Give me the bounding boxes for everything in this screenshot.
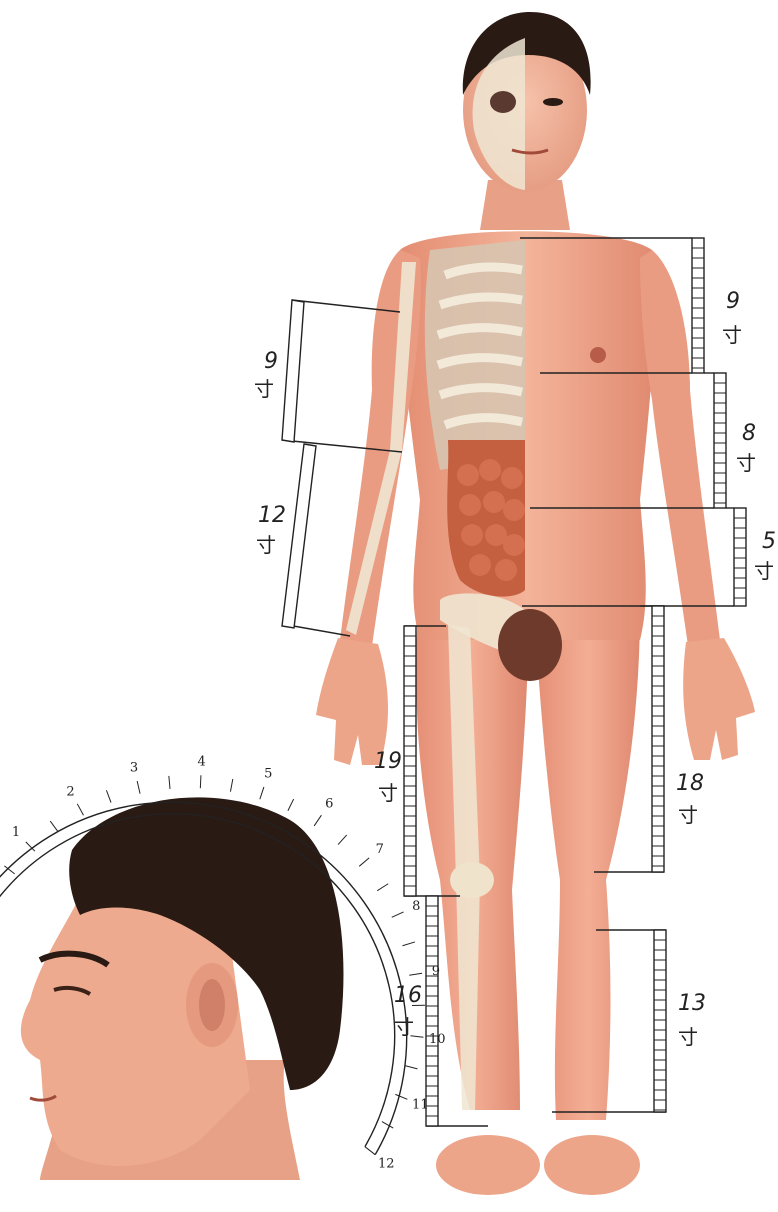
head-scale-tick <box>365 1147 375 1155</box>
left-foot <box>436 1135 540 1195</box>
head-scale-tick <box>395 1094 407 1099</box>
upper-abdomen-measure-unit: 寸 <box>736 451 756 475</box>
face-eye <box>543 98 563 106</box>
head-scale-label: 4 <box>197 754 205 769</box>
right-foot <box>544 1135 640 1195</box>
lower-abdomen-measure-value: 5 <box>762 529 776 554</box>
head-scale-tick <box>288 799 294 811</box>
right-arm <box>640 250 720 646</box>
left-hand <box>316 638 388 765</box>
head-scale-label: 3 <box>130 760 138 775</box>
right-leg <box>536 610 640 1120</box>
head-scale-tick <box>50 821 58 831</box>
pubic-area <box>498 609 562 681</box>
body-figure <box>316 12 755 1195</box>
head-scale-label: 9 <box>432 964 440 979</box>
upper-arm-measure-unit: 寸 <box>254 377 274 401</box>
head-scale-tick <box>169 776 170 789</box>
head-scale-tick <box>106 790 111 802</box>
forearm-measure-value: 12 <box>258 503 286 528</box>
lower-leg-inner-measure-value: 16 <box>394 983 422 1008</box>
lower-leg-outer-measure-value: 13 <box>678 991 706 1016</box>
head-profile <box>21 797 344 1180</box>
thigh-outer-measure-value: 18 <box>676 771 704 796</box>
head-scale-label: 7 <box>376 842 384 857</box>
head-scale-tick <box>392 912 404 917</box>
head-scale-label: 12 <box>378 1156 395 1171</box>
head-scale-label: 1 <box>12 825 20 840</box>
head-scale-tick <box>77 804 83 815</box>
head-scale-tick <box>260 787 264 799</box>
upper-abdomen-measure-value: 8 <box>742 421 756 446</box>
head-scale-tick <box>137 781 140 794</box>
thigh-inner-measure-value: 19 <box>374 749 402 774</box>
thigh-inner-measure-unit: 寸 <box>378 781 398 805</box>
head-scale-tick <box>409 973 422 975</box>
chest-measure-value: 9 <box>726 289 740 314</box>
head-scale-tick <box>338 835 347 845</box>
thigh-outer-measure-unit: 寸 <box>678 803 698 827</box>
head-scale-label: 2 <box>66 785 74 800</box>
ruler-forearm-12: 12 寸 <box>256 444 350 636</box>
head-scale-tick <box>382 1122 393 1129</box>
head-scale-tick <box>377 884 388 891</box>
chest-measure-unit: 寸 <box>722 323 742 347</box>
head-scale-label: 8 <box>412 899 420 914</box>
lower-abdomen-measure-unit: 寸 <box>754 559 774 583</box>
head-scale-tick <box>359 858 369 866</box>
head-scale-label: 6 <box>325 797 333 812</box>
head-scale-tick <box>314 815 321 826</box>
head-scale-tick <box>402 942 414 946</box>
head-scale-label: 5 <box>264 767 272 782</box>
head-scale-label: 11 <box>412 1098 429 1113</box>
lower-leg-outer-measure-unit: 寸 <box>678 1025 698 1049</box>
forearm-measure-unit: 寸 <box>256 533 276 557</box>
head-scale-tick <box>405 1066 418 1069</box>
upper-arm-measure-value: 9 <box>264 349 278 374</box>
head-scale-tick <box>200 775 201 788</box>
head-scale-tick <box>230 779 232 792</box>
skull-eye-socket <box>490 91 516 113</box>
nipple <box>590 347 606 363</box>
right-hand <box>683 638 755 760</box>
head-scale-label: 10 <box>429 1032 446 1047</box>
